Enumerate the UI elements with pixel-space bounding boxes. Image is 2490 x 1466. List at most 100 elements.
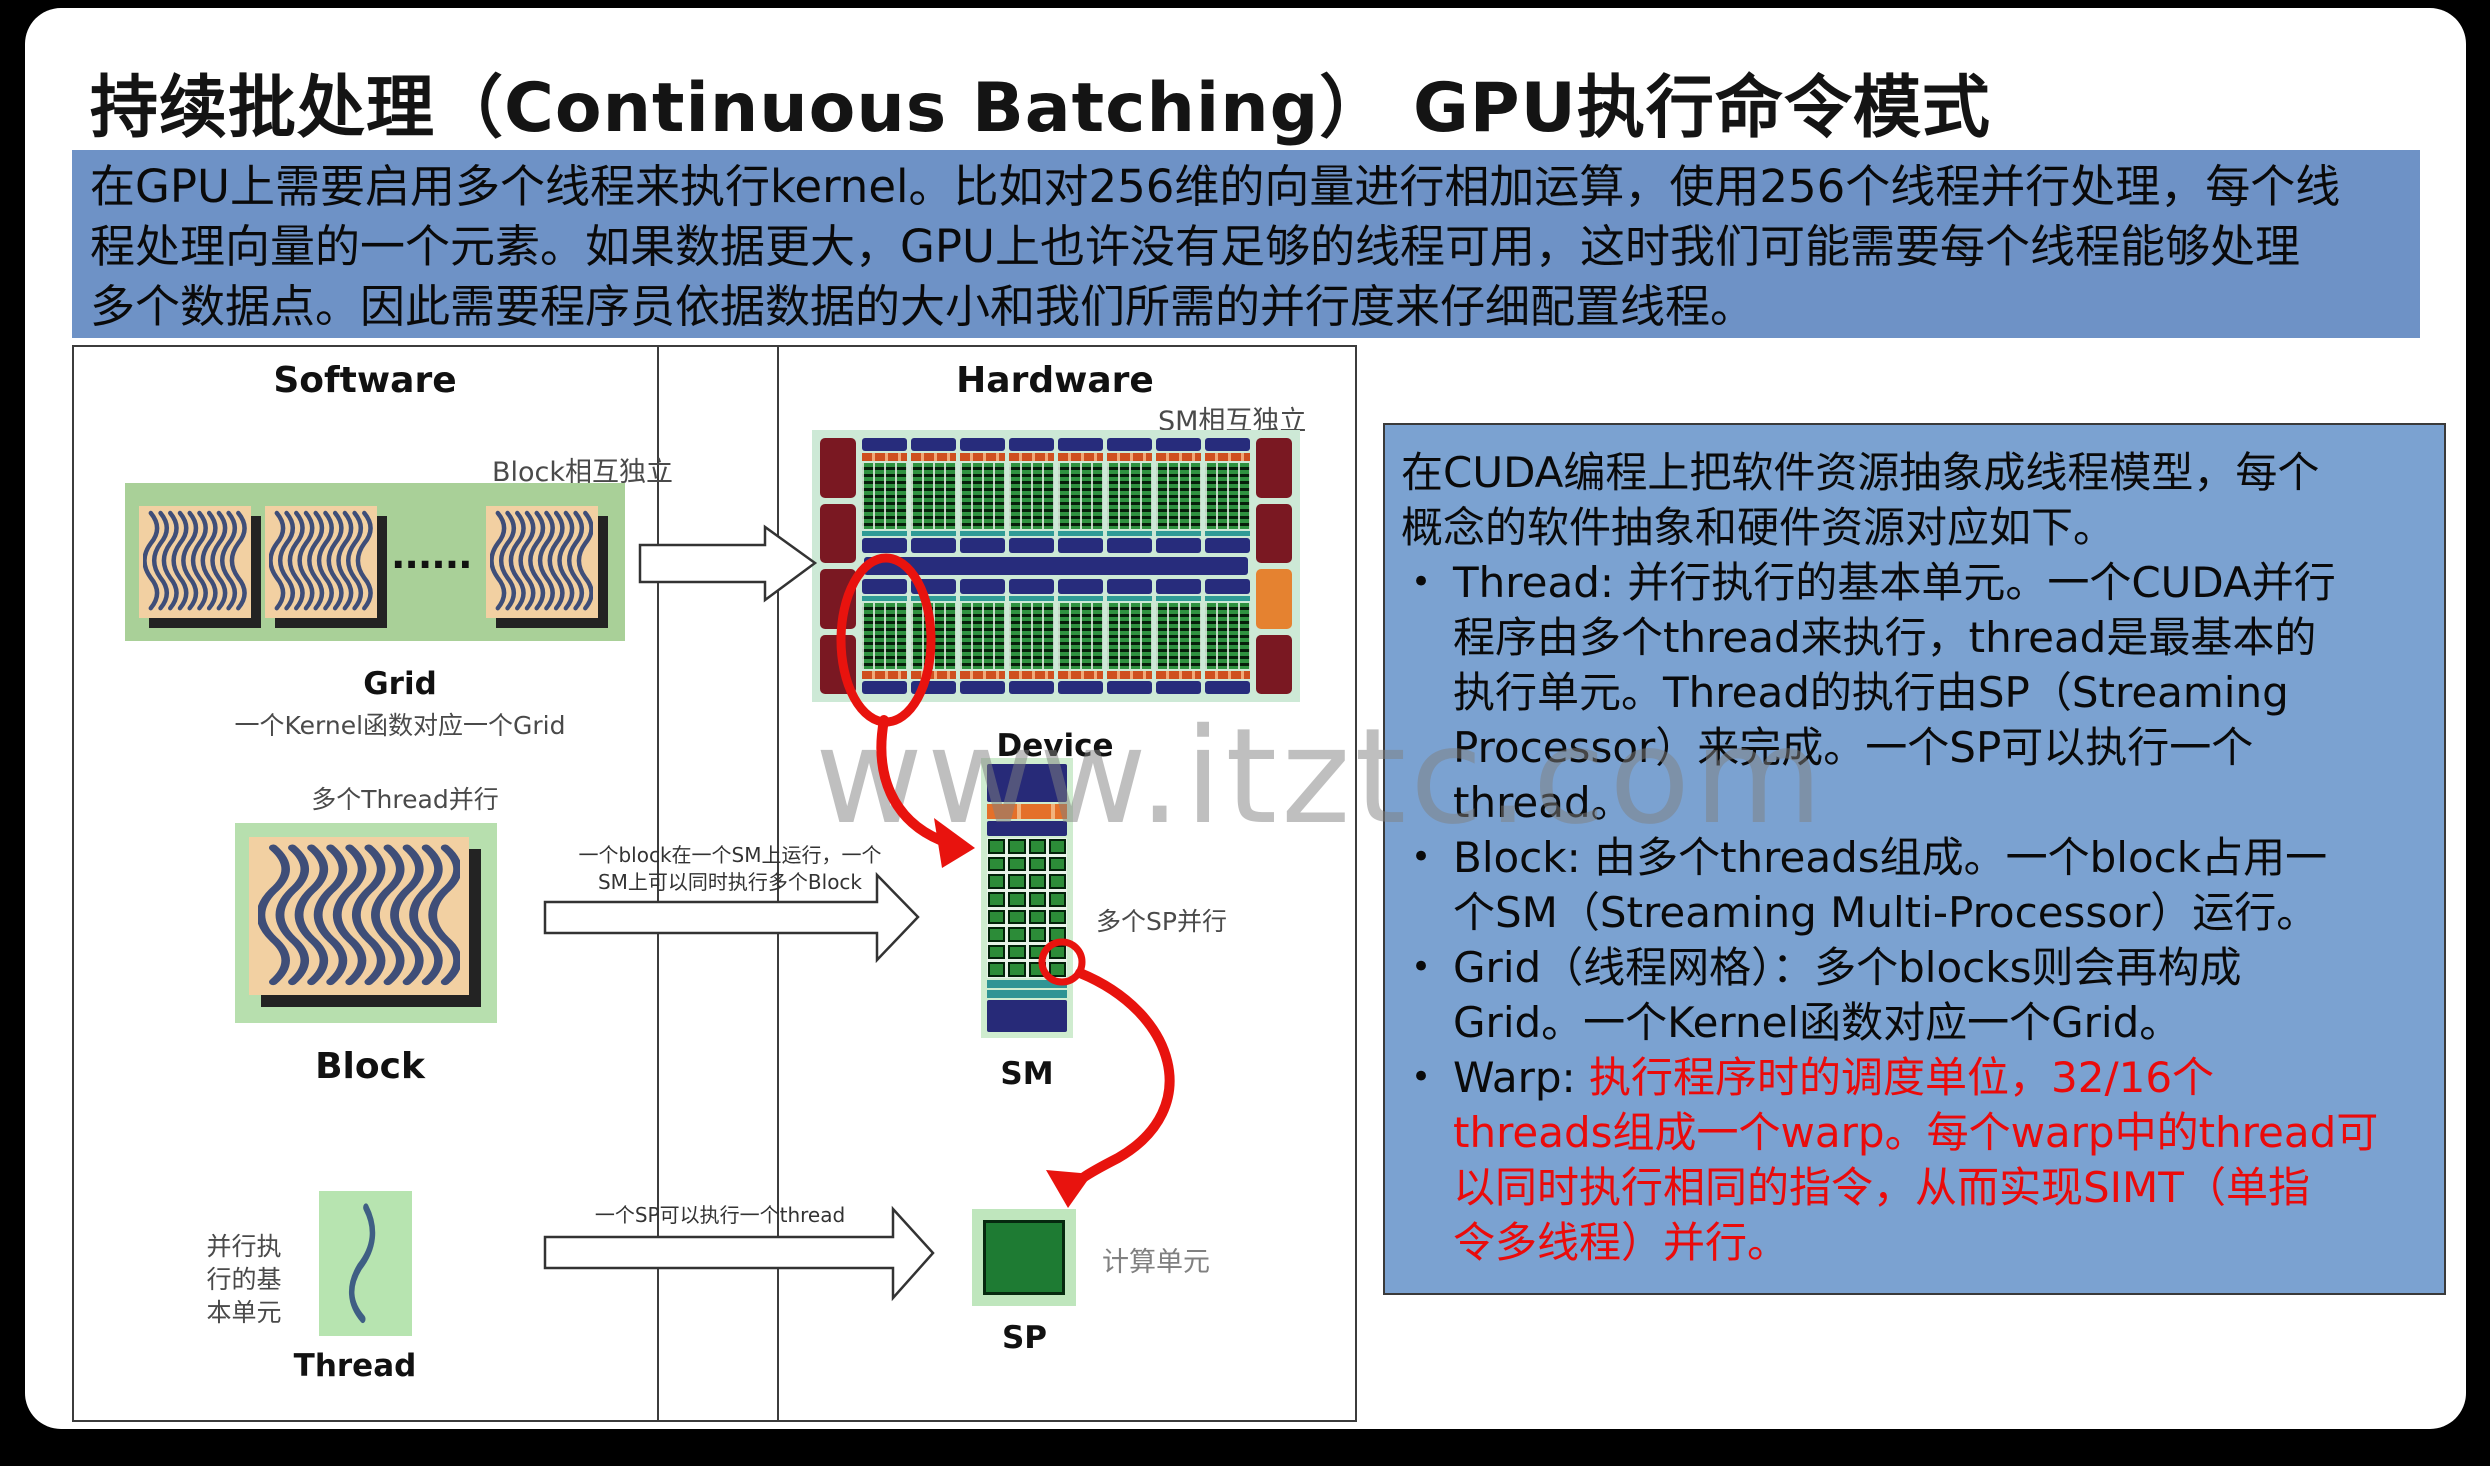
thread-figure <box>319 1191 412 1336</box>
ellipsis: ...... <box>391 533 473 577</box>
memory-block <box>1256 503 1292 563</box>
grid-caption: 一个Kernel函数对应一个Grid <box>234 711 566 740</box>
sp-cell <box>988 856 1006 872</box>
block-bullet-line: Block: 由多个threads组成。一个block占用一 <box>1453 833 2328 882</box>
arrow-sp-caption: 一个SP可以执行一个thread <box>594 1203 846 1227</box>
device-figure <box>812 430 1300 702</box>
single-thread-wave-icon <box>325 1198 407 1329</box>
bullet-block: • Block: 由多个threads组成。一个block占用一 个SM（Str… <box>1401 830 2432 940</box>
sp-cell <box>1028 909 1046 925</box>
sp-label: SP <box>1001 1320 1048 1356</box>
intro-line-3: 多个数据点。因此需要程序员依据数据的大小和我们所需的并行度来仔细配置线程。 <box>90 280 1756 333</box>
sp-cell <box>1008 891 1026 907</box>
device-sm-column <box>1205 438 1250 553</box>
bullet-grid: • Grid（线程网格）：多个blocks则会再构成 Grid。一个Kernel… <box>1401 940 2432 1050</box>
bullet-warp: • Warp: 执行程序时的调度单位，32/16个 threads组成一个war… <box>1401 1050 2432 1270</box>
cuda-explanation-panel: 在CUDA编程上把软件资源抽象成线程模型，每个 概念的软件抽象和硬件资源对应如下… <box>1383 423 2446 1295</box>
sp-cell <box>1028 839 1046 854</box>
sp-cell <box>1008 909 1026 925</box>
sp-compute-square <box>983 1220 1065 1295</box>
block-bullet-line: 个SM（Streaming Multi-Processor）运行。 <box>1453 888 2319 937</box>
page-title: 持续批处理（Continuous Batching） GPU执行命令模式 <box>90 69 1991 148</box>
sp-cell <box>1028 927 1046 942</box>
device-left-memory-column <box>820 438 856 694</box>
warp-bullet-line: Warp: 执行程序时的调度单位，32/16个 <box>1453 1050 2432 1105</box>
sm-orange-stripe <box>987 804 1067 819</box>
grid-bullet-line: Grid。一个Kernel函数对应一个Grid。 <box>1453 998 2182 1047</box>
grid-bullet-line: Grid（线程网格）：多个blocks则会再构成 <box>1453 943 2242 992</box>
device-sm-column <box>1107 579 1152 694</box>
sp-cell <box>1048 944 1066 960</box>
sp-cell <box>1008 856 1026 872</box>
grid-figure: ...... <box>125 483 625 641</box>
sp-cell <box>1048 909 1066 925</box>
sp-cell <box>988 891 1006 907</box>
sp-cell <box>1048 856 1066 872</box>
cuda-intro-line2: 概念的软件抽象和硬件资源对应如下。 <box>1401 503 2116 552</box>
memory-block <box>820 569 856 629</box>
memory-block-orange <box>1256 569 1292 629</box>
sp-cell <box>988 874 1006 889</box>
device-sm-row-bottom <box>862 579 1250 694</box>
device-sm-column <box>1205 579 1250 694</box>
sp-cell <box>1048 874 1066 889</box>
sm-teal-stripe <box>987 990 1067 998</box>
threads-waves-icon <box>490 509 593 614</box>
intro-line-1: 在GPU上需要启用多个线程来执行kernel。比如对256维的向量进行相加运算，… <box>90 160 2341 213</box>
bullet-dot: • <box>1411 837 1432 877</box>
sp-cell <box>1048 839 1066 854</box>
device-sm-column <box>1009 438 1054 553</box>
sm-label: SM <box>1000 1056 1054 1092</box>
sp-cell <box>1028 944 1046 960</box>
device-sm-column <box>1156 438 1201 553</box>
sp-cell <box>1048 962 1066 977</box>
arrow-block-caption-line1: 一个block在一个SM上运行，一个 <box>578 843 882 867</box>
sp-figure <box>972 1209 1076 1306</box>
block-tile <box>139 506 251 618</box>
device-sm-column <box>1058 438 1103 553</box>
memory-block <box>820 438 856 498</box>
sm-teal-stripe <box>987 980 1067 988</box>
block-tile-large <box>249 837 469 995</box>
threads-waves-icon <box>143 509 246 614</box>
thread-bullet-line: Thread: 并行执行的基本单元。一个CUDA并行 <box>1453 558 2336 607</box>
sp-cell <box>1048 891 1066 907</box>
warp-red-text: 执行程序时的调度单位，32/16个 <box>1589 1053 2215 1102</box>
device-sm-column <box>1009 579 1054 694</box>
sp-cell <box>988 927 1006 942</box>
arrow-block-caption: 一个block在一个SM上运行，一个 SM上可以同时执行多个Block <box>555 842 905 896</box>
sp-cell <box>1008 962 1026 977</box>
warp-bullet-line: 以同时执行相同的指令，从而实现SIMT（单指 <box>1453 1163 2310 1212</box>
threads-waves-icon <box>258 842 460 991</box>
sp-cell <box>1028 856 1046 872</box>
device-sm-column <box>1107 438 1152 553</box>
sp-cell <box>988 839 1006 854</box>
sm-top-block <box>987 764 1067 802</box>
multi-sp-label: 多个SP并行 <box>1096 907 1227 936</box>
device-sm-column <box>911 438 956 553</box>
block-independent-label: Block相互独立 <box>492 457 674 488</box>
sp-cell <box>1008 927 1026 942</box>
device-sm-column <box>960 438 1005 553</box>
memory-block <box>820 634 856 694</box>
thread-bullet-line: 执行单元。Thread的执行由SP（Streaming <box>1453 668 2289 717</box>
grid-label: Grid <box>363 666 437 702</box>
thread-bullet-line: thread。 <box>1453 778 1633 827</box>
device-center-band <box>864 557 1248 575</box>
sm-bottom-block <box>987 1000 1067 1032</box>
block-tile <box>485 506 598 618</box>
thread-side-line-3: 本单元 <box>206 1298 282 1327</box>
sm-sp-grid <box>987 838 1067 978</box>
block-tile <box>265 506 377 618</box>
device-sm-column <box>862 438 907 553</box>
software-column-title: Software <box>273 360 457 401</box>
intro-line-2: 程处理向量的一个元素。如果数据更大，GPU上也许没有足够的线程可用，这时我们可能… <box>90 220 2300 273</box>
multi-thread-label: 多个Thread并行 <box>311 785 499 814</box>
device-sm-row-top <box>862 438 1250 553</box>
intro-text-box: 在GPU上需要启用多个线程来执行kernel。比如对256维的向量进行相加运算，… <box>72 150 2420 338</box>
hardware-column-title: Hardware <box>956 360 1154 401</box>
device-sm-column <box>911 579 956 694</box>
device-sm-column <box>960 579 1005 694</box>
memory-block <box>820 503 856 563</box>
sp-cell <box>988 909 1006 925</box>
